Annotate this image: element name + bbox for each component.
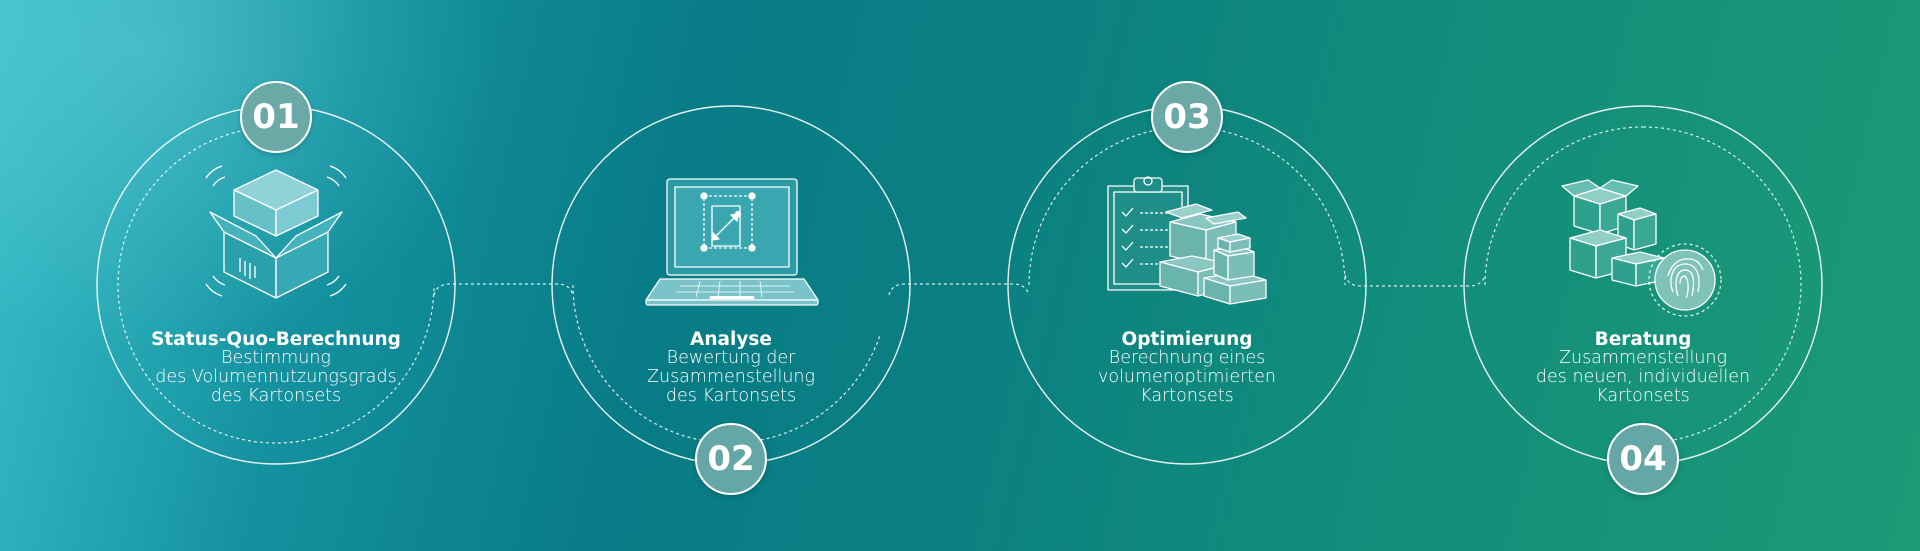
step-2-line-3: des Kartonsets <box>665 386 797 406</box>
step-3-line-2: volumenoptimierten <box>1097 367 1277 387</box>
step-2-line-2: Zusammenstellung <box>646 367 816 387</box>
step-1-line-2: des Volumennutzungsgrads <box>155 367 397 387</box>
step-4-text: Beratung Zusammenstellung des neuen, ind… <box>1493 330 1793 406</box>
step-1-text: Status-Quo-Berechnung Bestimmung des Vol… <box>126 330 426 406</box>
step-3-number-badge: 03 <box>1151 81 1223 153</box>
step-4-line-3: Kartonsets <box>1596 386 1690 406</box>
step-2-title: Analyse <box>690 329 772 350</box>
open-box-icon <box>205 165 347 299</box>
step-3-number: 03 <box>1163 97 1211 137</box>
step-1-dashed-arc <box>117 126 435 444</box>
step-4-number-badge: 04 <box>1607 423 1679 495</box>
step-4-dashed-arc-b <box>1642 126 1802 444</box>
laptop-measure-icon <box>645 178 819 306</box>
step-3-title: Optimierung <box>1121 329 1253 350</box>
step-3-line-1: Berechnung eines <box>1108 348 1266 368</box>
step-2-line-1: Bewertung der <box>666 348 796 368</box>
step-4-line-1: Zusammenstellung <box>1558 348 1728 368</box>
clipboard-boxes-icon <box>1107 176 1267 305</box>
step-4-line-2: des neuen, individuellen <box>1535 367 1751 387</box>
step-1-number-badge: 01 <box>240 81 312 153</box>
step-4-title: Beratung <box>1594 329 1692 350</box>
step-1-line-3: des Kartonsets <box>210 386 342 406</box>
step-2-number: 02 <box>707 439 755 479</box>
step-1-number: 01 <box>252 97 300 137</box>
connector-3-4 <box>1344 274 1486 287</box>
step-2-text: Analyse Bewertung der Zusammenstellung d… <box>581 330 881 406</box>
step-4-number: 04 <box>1619 439 1667 479</box>
step-1-title: Status-Quo-Berechnung <box>151 329 401 350</box>
step-2-number-badge: 02 <box>695 423 767 495</box>
step-1-line-1: Bestimmung <box>221 348 331 368</box>
step-3-line-3: Kartonsets <box>1140 386 1234 406</box>
step-3-text: Optimierung Berechnung eines volumenopti… <box>1037 330 1337 406</box>
boxes-fingerprint-icon <box>1561 179 1722 317</box>
connector-1-2 <box>433 283 574 296</box>
connector-2-3 <box>888 283 1030 296</box>
